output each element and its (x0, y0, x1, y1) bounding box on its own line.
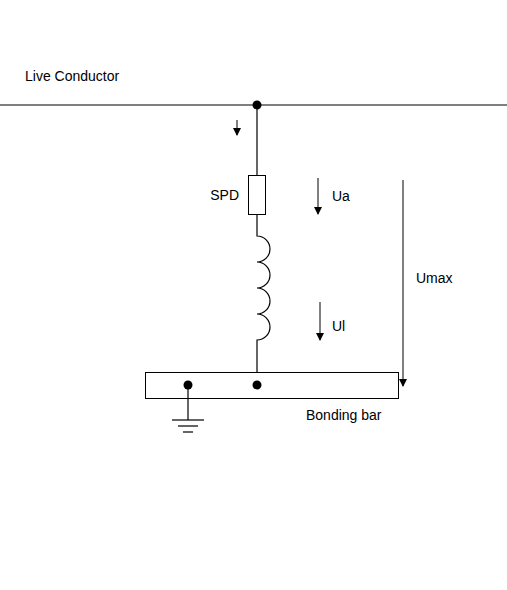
earth-symbol (183, 431, 193, 432)
voltage-label: Ul (332, 318, 345, 334)
bonding-bar: Bonding bar (145, 372, 399, 399)
earth-symbol (172, 419, 204, 420)
ul-arrow (320, 302, 321, 340)
umax-arrow (403, 180, 404, 386)
current-arrow (237, 120, 238, 135)
inductive-lead (257, 215, 270, 372)
earth-lead (187, 385, 188, 420)
earth-symbol (178, 425, 198, 426)
voltage-label: Ua (332, 188, 350, 204)
spd-box: SPD (248, 175, 266, 215)
ua-arrow (318, 178, 319, 214)
bar-terminal (253, 381, 262, 390)
node-label: SPD (210, 187, 239, 203)
spd-lead (256, 105, 257, 175)
node-label: Bonding bar (306, 407, 382, 423)
voltage-label: Umax (416, 270, 453, 286)
conductor-label: Live Conductor (25, 68, 119, 84)
